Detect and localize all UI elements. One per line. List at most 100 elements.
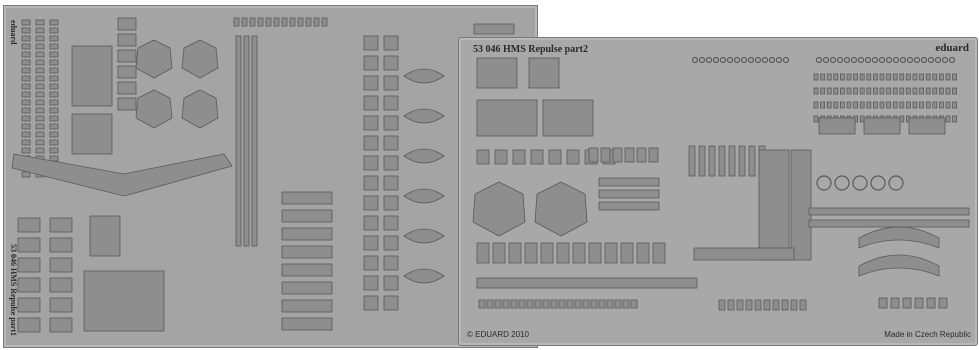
long-rail xyxy=(476,277,698,289)
tiny-part xyxy=(502,299,510,309)
porthole-ring xyxy=(754,56,762,64)
porthole-ring xyxy=(857,56,865,64)
grille xyxy=(49,237,73,253)
tiny-part xyxy=(938,297,948,309)
tiny-part xyxy=(550,299,558,309)
tiny-part xyxy=(598,299,606,309)
ring-part xyxy=(363,175,379,191)
ladder-rung xyxy=(21,59,31,66)
rail-segment xyxy=(839,87,845,95)
angled-beam xyxy=(11,153,233,197)
rail-segment xyxy=(866,101,872,109)
rail-segment xyxy=(886,87,892,95)
ring-part xyxy=(363,95,379,111)
tiny-part xyxy=(914,297,924,309)
porthole-ring xyxy=(878,56,886,64)
rail-segment xyxy=(952,101,958,109)
tiny-part xyxy=(297,17,304,27)
rail-segment xyxy=(846,87,852,95)
rail-segment xyxy=(853,87,859,95)
tiny-part xyxy=(763,299,771,311)
ladder-rung xyxy=(21,75,31,82)
ladder-rung xyxy=(49,123,59,130)
ladder-strip xyxy=(688,145,696,177)
small-part xyxy=(117,49,137,63)
rail-segment xyxy=(932,87,938,95)
ladder-rung xyxy=(49,35,59,42)
tiny-part xyxy=(630,299,638,309)
ladder-rung xyxy=(21,83,31,90)
tiny-part xyxy=(273,17,280,27)
rail-segment xyxy=(846,73,852,81)
ladder-rung xyxy=(35,83,45,90)
long-bar xyxy=(693,247,795,261)
stair-part xyxy=(403,228,445,244)
fan-arc xyxy=(858,254,940,277)
porthole-ring xyxy=(719,56,727,64)
porthole-ring xyxy=(705,56,713,64)
ring-part xyxy=(383,155,399,171)
grille xyxy=(600,147,611,163)
ring-part xyxy=(363,155,379,171)
porthole-ring xyxy=(829,56,837,64)
porthole-ring xyxy=(906,56,914,64)
ladder-rung xyxy=(49,75,59,82)
tiny-part xyxy=(614,299,622,309)
porthole-ring xyxy=(913,56,921,64)
ring-part xyxy=(383,35,399,51)
porthole-ring xyxy=(934,56,942,64)
grille xyxy=(49,317,73,333)
rail-segment xyxy=(925,87,931,95)
hatch-panel xyxy=(71,113,113,155)
stair-part xyxy=(403,68,445,84)
hatch-panel xyxy=(71,45,113,107)
fret-part1-parts xyxy=(11,17,515,333)
fan-part xyxy=(281,281,333,295)
grille xyxy=(49,277,73,293)
grille xyxy=(17,297,41,313)
fret-part2-parts xyxy=(472,56,970,311)
rail-segment xyxy=(945,115,951,123)
ring-part xyxy=(383,195,399,211)
cell-part xyxy=(492,242,506,264)
rail-segment xyxy=(872,73,878,81)
tiny-part xyxy=(305,17,312,27)
fan-arc xyxy=(858,226,940,249)
ladder-rung xyxy=(49,83,59,90)
ladder-rung xyxy=(21,115,31,122)
cell-part xyxy=(476,149,490,165)
grille xyxy=(17,277,41,293)
porthole-ring xyxy=(850,56,858,64)
grille-panel xyxy=(83,270,165,332)
cell-part xyxy=(604,242,618,264)
stair-part xyxy=(403,268,445,284)
rail-segment xyxy=(813,87,819,95)
tiny-part xyxy=(321,17,328,27)
tiny-part xyxy=(534,299,542,309)
fret-part1-brand: eduard xyxy=(9,20,18,45)
rail-segment xyxy=(853,101,859,109)
ladder-strip xyxy=(708,145,716,177)
grille xyxy=(49,297,73,313)
fret-part1-code: 53 046 HMS Repulse part1 xyxy=(9,244,18,336)
ring-part xyxy=(383,175,399,191)
tiny-part xyxy=(622,299,630,309)
long-bar xyxy=(808,207,970,216)
grille xyxy=(17,257,41,273)
rail-segment xyxy=(892,101,898,109)
fan-part xyxy=(281,245,333,259)
rect-plate xyxy=(818,117,856,135)
rail-segment xyxy=(952,87,958,95)
rail-segment xyxy=(886,73,892,81)
ladder-rung xyxy=(35,35,45,42)
rail-segment xyxy=(813,73,819,81)
tiny-part xyxy=(241,17,248,27)
ring-part xyxy=(363,115,379,131)
octagon-cluster xyxy=(534,181,588,237)
rail-segment xyxy=(952,73,958,81)
ladder-rung xyxy=(35,59,45,66)
ring-part xyxy=(383,95,399,111)
ladder-rung xyxy=(49,107,59,114)
porthole-ring xyxy=(815,56,823,64)
